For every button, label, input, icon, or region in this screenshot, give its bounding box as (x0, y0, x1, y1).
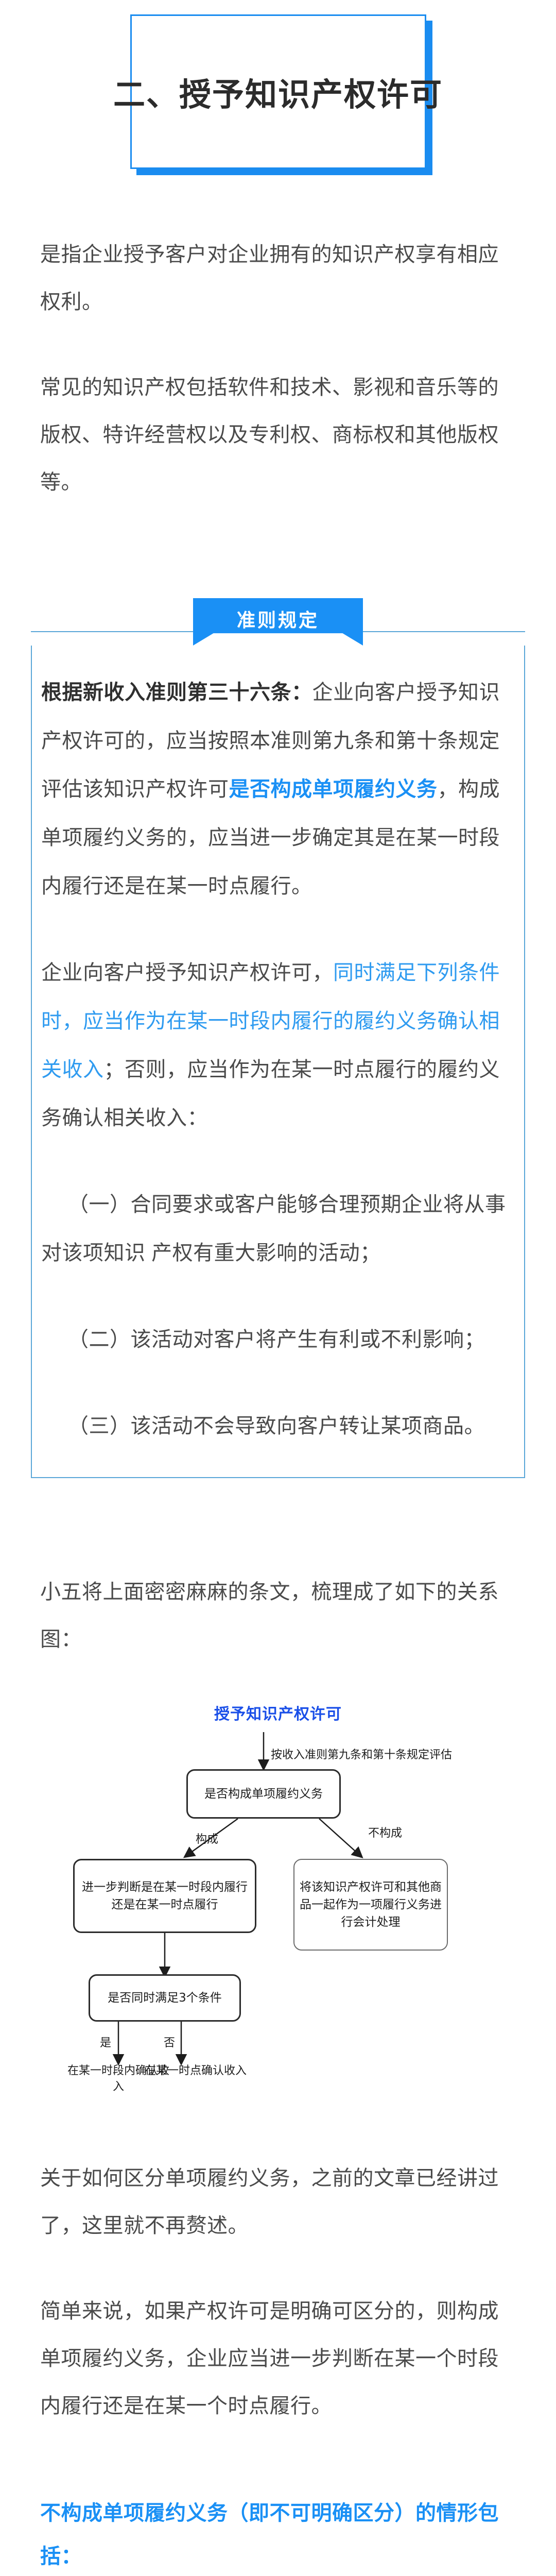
spacer (0, 169, 556, 231)
spacer (41, 910, 515, 948)
spacer (41, 1142, 515, 1180)
flow-node-further-judge: 进一步判断是在某一时段内履行还是在某一时点履行 (73, 1859, 256, 1933)
flow-branch-label-yes: 是 (100, 2037, 112, 2049)
rule-article-lead: 根据新收入准则第三十六条： (41, 681, 312, 704)
spacer (0, 1478, 556, 1568)
page-title: 二、授予知识产权许可 (113, 76, 443, 113)
relationship-flowchart: 授予知识产权许可 按收入准则第九条和第十条规定评估 是否构成单项履约义务 构成 … (46, 1701, 510, 2093)
flowchart-lead-paragraph: 小五将上面密密麻麻的条文，梳理成了如下的关系图： (40, 1581, 499, 1651)
flowchart-connectors (112, 1732, 363, 2066)
title-box-face: 二、授予知识产权许可 (113, 14, 442, 169)
section-title-box: 二、授予知识产权许可 (113, 14, 442, 175)
rule2-text-a: 企业向客户授予知识产权许可， (41, 961, 333, 984)
rule-text-a: 企业向客户授予知识产权许可的，应当按照本准则第九条和第十条规定评估该知识产权许可 (41, 681, 500, 801)
flow-edge-label-evaluate: 按收入准则第九条和第十条规定评估 (271, 1749, 453, 1761)
rule-paragraph-1: 根据新收入准则第三十六条：企业向客户授予知识产权许可的，应当按照本准则第九条和第… (41, 668, 515, 910)
ribbon-label: 准则规定 (236, 610, 319, 631)
flow-decision-is-single-obligation: 是否构成单项履约义务 (186, 1769, 341, 1819)
flow-branch-label-not-constitutes: 不构成 (368, 1827, 403, 1840)
spacer (41, 1364, 515, 1402)
intro-paragraph-1: 是指企业授予客户对企业拥有的知识产权享有相应权利。 (40, 243, 499, 313)
after-flow-paragraph-2: 简单来说，如果产权许可是明确可区分的，则构成单项履约义务，企业应当进一步判断在某… (40, 2300, 499, 2417)
flow-leaf-point-in-time: 在某一时点确认收入 (144, 2064, 247, 2077)
flowchart-title: 授予知识产权许可 (214, 1705, 342, 1723)
rule-paragraph-2: 企业向客户授予知识产权许可，同时满足下列条件时，应当作为在某一时段内履行的履约义… (41, 948, 515, 1142)
rule-condition-3: （三）该活动不会导致向客户转让某项商品。 (68, 1415, 485, 1437)
rule-highlight-2: 同时满足下列条件时，应当作为在某一时段内履行的履约义务确认相关收入 (41, 961, 500, 1081)
spacer (0, 326, 556, 364)
flow-branch-label-constitutes: 构成 (196, 1833, 219, 1846)
flow-node-combined-obligation: 将该知识产权许可和其他商品一起作为一项履行义务进行会计处理 (293, 1859, 448, 1951)
ribbon-banner: 准则规定 (193, 598, 363, 646)
spacer (0, 2093, 556, 2155)
section-title-wrap: 二、授予知识产权许可 (0, 0, 556, 175)
rule-highlight-1: 是否构成单项履约义务 (229, 778, 438, 801)
spacer (0, 506, 556, 596)
flow-leaf-over-time: 在某一时段内确认收入 (67, 2064, 169, 2093)
rule-condition-1: （一）合同要求或客户能够合理预期企业将从事对该项知识 产权有重大影响的活动； (41, 1193, 506, 1264)
rule-condition-2: （二）该活动对客户将产生有利或不利影响； (68, 1328, 485, 1351)
spacer (0, 2249, 556, 2287)
flow-branch-label-no: 否 (164, 2037, 176, 2049)
rule2-text-b: ；否则，应当作为在某一时点履行的履约义务确认相关收入： (41, 1058, 500, 1129)
nonseparable-heading: 不构成单项履约义务（即不可明确区分）的情形包括： (40, 2501, 499, 2568)
spacer (0, 1663, 556, 1701)
spacer (41, 1277, 515, 1315)
flow-decision-three-conditions: 是否同时满足3个条件 (89, 1974, 241, 2022)
after-flow-paragraph-1: 关于如何区分单项履约义务，之前的文章已经讲过了，这里就不再赘述。 (40, 2167, 499, 2237)
rule-quote-box-1: 根据新收入准则第三十六条：企业向客户授予知识产权许可的，应当按照本准则第九条和第… (31, 646, 525, 1478)
intro-paragraph-2: 常见的知识产权包括软件和技术、影视和音乐等的版权、特许经营权以及专利权、商标权和… (40, 376, 499, 494)
rule-ribbon-1: 准则规定 (31, 596, 525, 646)
spacer (0, 2430, 556, 2492)
rule-text-b: ，构成单项履约义务的，应当进一步确定其是在某一时段内履行还是在某一时点履行。 (41, 778, 500, 897)
